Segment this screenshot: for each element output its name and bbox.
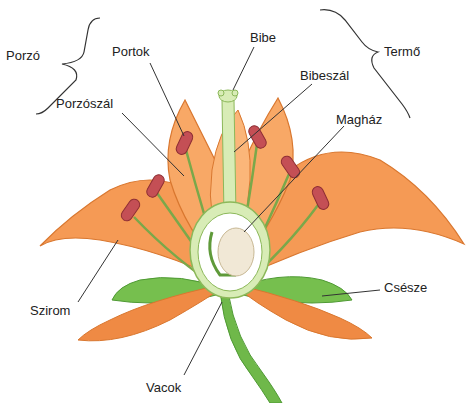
ovule xyxy=(218,228,254,276)
style xyxy=(222,100,236,215)
part-label: Portok xyxy=(112,44,150,60)
part-label: Csésze xyxy=(384,280,427,296)
stigma xyxy=(219,90,237,102)
part-label: Magház xyxy=(336,112,382,128)
bracket xyxy=(320,10,410,118)
ovary xyxy=(190,202,270,298)
part-label: Szirom xyxy=(30,303,70,319)
leader-lines xyxy=(78,47,380,375)
part-label: Termő xyxy=(384,44,420,60)
part-label: Bibeszál xyxy=(300,68,349,84)
part-label: Porzó xyxy=(6,48,40,64)
part-label: Porzószál xyxy=(56,96,113,112)
part-label: Vacok xyxy=(146,380,181,396)
part-label: Bibe xyxy=(250,30,276,46)
petal xyxy=(78,285,222,341)
